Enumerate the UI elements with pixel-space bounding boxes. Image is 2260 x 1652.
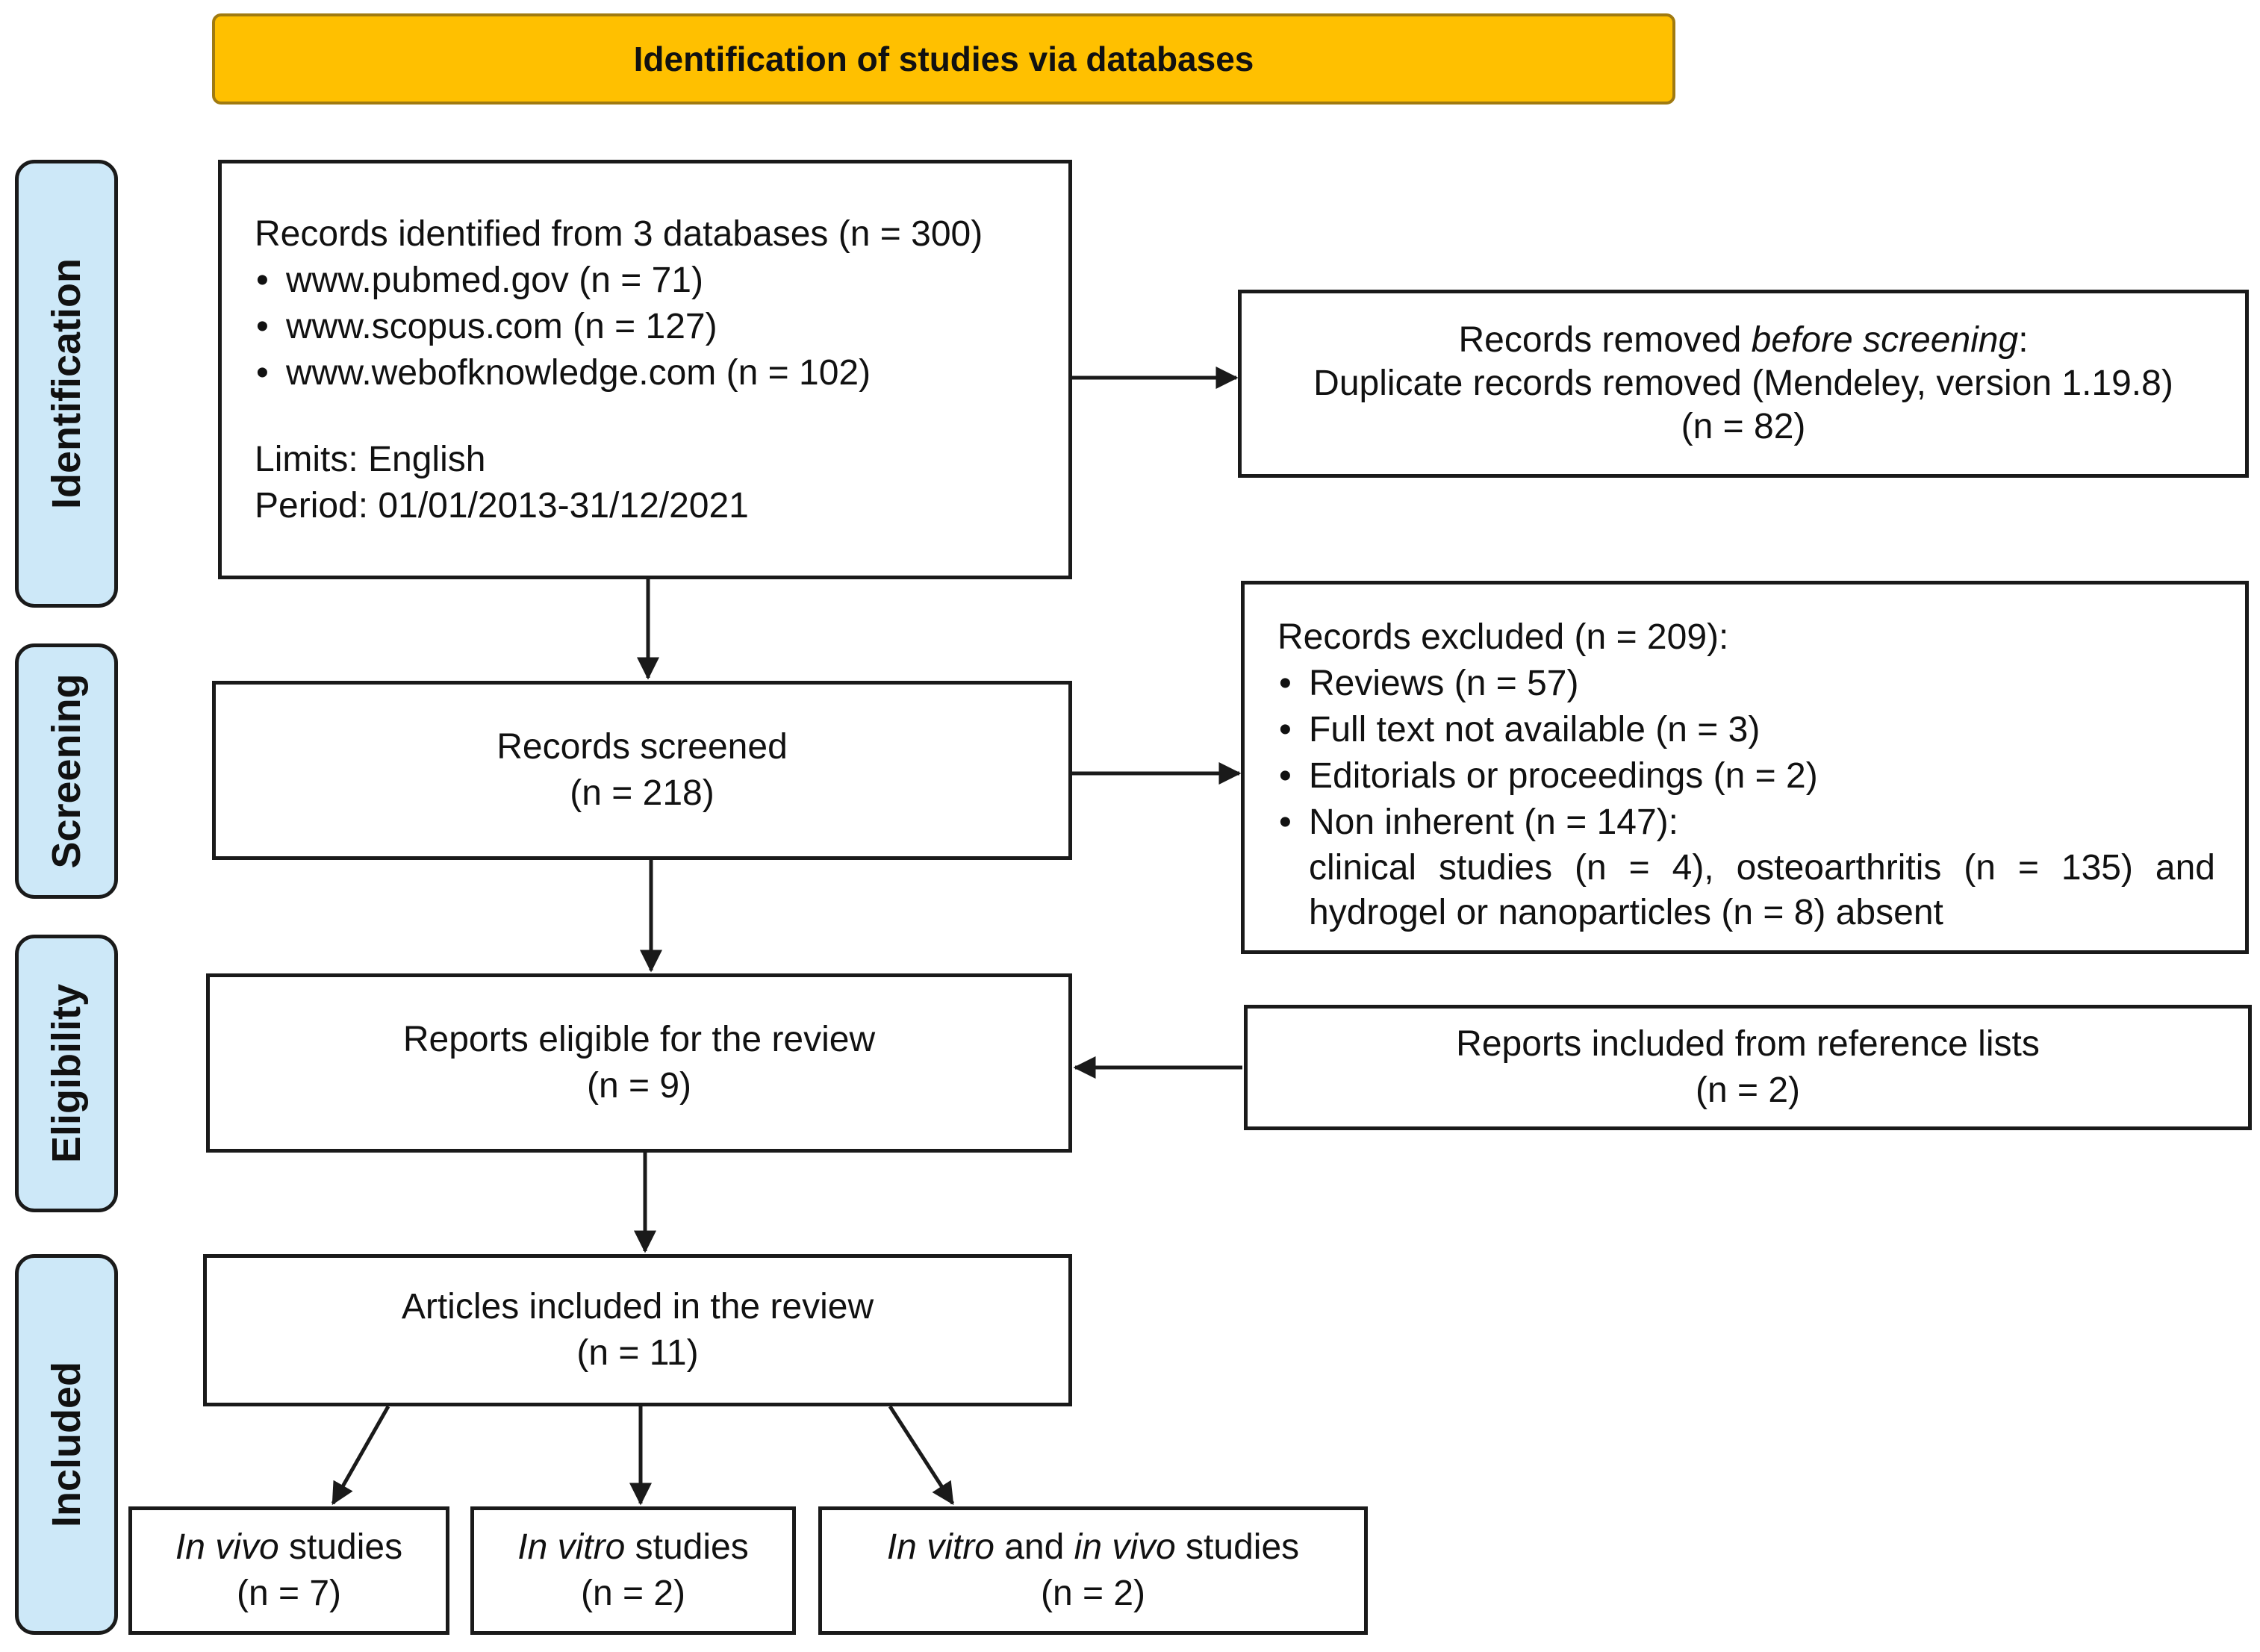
exclusion-reason-item: Reviews (n = 57) bbox=[1277, 661, 2215, 707]
reports-reference-count: (n = 2) bbox=[1695, 1070, 1801, 1110]
exclusion-reason-item: Full text not available (n = 3) bbox=[1277, 707, 2215, 753]
records-removed-italic: before screening bbox=[1751, 320, 2019, 360]
phase-eligibility: Eligibility bbox=[15, 935, 118, 1212]
in-vivo-count: (n = 7) bbox=[236, 1574, 342, 1613]
exclusion-reason-item: Non inherent (n = 147): bbox=[1277, 799, 2215, 846]
records-screened-label: Records screened bbox=[496, 727, 788, 767]
records-excluded-title: Records excluded (n = 209): bbox=[1277, 617, 1729, 657]
reports-eligible-label: Reports eligible for the review bbox=[402, 1020, 876, 1059]
in-vitro-label: In vitro studies bbox=[517, 1524, 748, 1571]
in-vivo-italic: In vivo bbox=[175, 1527, 279, 1567]
in-vitro-and-in-vivo-label: In vitro and in vivo studies bbox=[887, 1524, 1299, 1571]
database-source-item: www.scopus.com (n = 127) bbox=[255, 304, 1068, 350]
exclusion-reason-item: Editorials or proceedings (n = 2) bbox=[1277, 753, 2215, 799]
database-source-item: www.pubmed.gov (n = 71) bbox=[255, 258, 1068, 304]
records-removed-detail: Duplicate records removed (Mendeley, ver… bbox=[1313, 364, 2173, 403]
arrow-included-to-in-vitro-and-in-vivo bbox=[888, 1405, 955, 1506]
and-connector: and bbox=[994, 1527, 1074, 1567]
in-vitro-count: (n = 2) bbox=[580, 1574, 686, 1613]
records-screened-count: (n = 218) bbox=[570, 773, 715, 813]
records-removed-count: (n = 82) bbox=[1681, 407, 1806, 446]
phase-identification: Identification bbox=[15, 160, 118, 608]
records-identified-title: Records identified from 3 databases (n =… bbox=[255, 214, 983, 254]
search-limits: Limits: English bbox=[255, 440, 486, 479]
articles-included-count: (n = 11) bbox=[576, 1333, 699, 1373]
studies-suffix: studies bbox=[1175, 1527, 1300, 1567]
non-inherent-detail: clinical studies (n = 4), osteoarthritis… bbox=[1309, 848, 2215, 932]
records-screened-box: Records screened (n = 218) bbox=[212, 681, 1072, 860]
exclusion-reason-list: Reviews (n = 57) Full text not available… bbox=[1277, 661, 2215, 846]
in-vivo-label: In vivo studies bbox=[175, 1524, 402, 1571]
search-period: Period: 01/01/2013-31/12/2021 bbox=[255, 486, 749, 526]
records-removed-prefix: Records removed bbox=[1458, 320, 1752, 360]
articles-included-label: Articles included in the review bbox=[401, 1287, 874, 1327]
header-title: Identification of studies via databases bbox=[633, 40, 1254, 78]
phase-included: Included bbox=[15, 1254, 118, 1635]
database-source-list: www.pubmed.gov (n = 71) www.scopus.com (… bbox=[255, 258, 1068, 396]
in-vivo-suffix: studies bbox=[278, 1527, 403, 1567]
arrow-included-to-in-vivo bbox=[331, 1405, 390, 1506]
in-vitro-italic: In vitro bbox=[517, 1527, 626, 1567]
reports-eligible-count: (n = 9) bbox=[586, 1066, 692, 1106]
records-removed-suffix: : bbox=[2018, 320, 2029, 360]
reports-eligible-box: Reports eligible for the review (n = 9) bbox=[206, 973, 1072, 1153]
in-vivo-box: In vivo studies (n = 7) bbox=[128, 1506, 449, 1635]
articles-included-box: Articles included in the review (n = 11) bbox=[203, 1254, 1072, 1406]
reports-reference-label: Reports included from reference lists bbox=[1456, 1024, 2040, 1064]
in-vitro-suffix: studies bbox=[625, 1527, 749, 1567]
records-removed-box: Records removed before screening: Duplic… bbox=[1238, 290, 2249, 478]
in-vivo-italic: in vivo bbox=[1074, 1527, 1176, 1567]
records-excluded-box: Records excluded (n = 209): Reviews (n =… bbox=[1241, 581, 2249, 954]
database-source-item: www.webofknowledge.com (n = 102) bbox=[255, 350, 1068, 396]
records-identified-box: Records identified from 3 databases (n =… bbox=[218, 160, 1072, 579]
reports-reference-box: Reports included from reference lists (n… bbox=[1244, 1005, 2252, 1130]
in-vitro-and-in-vivo-count: (n = 2) bbox=[1040, 1574, 1146, 1613]
in-vitro-italic: In vitro bbox=[886, 1527, 994, 1567]
header-banner: Identification of studies via databases bbox=[212, 13, 1675, 105]
in-vitro-box: In vitro studies (n = 2) bbox=[470, 1506, 796, 1635]
records-removed-label: Records removed before screening: bbox=[1458, 319, 2028, 362]
in-vitro-and-in-vivo-box: In vitro and in vivo studies (n = 2) bbox=[818, 1506, 1368, 1635]
phase-screening: Screening bbox=[15, 643, 118, 899]
